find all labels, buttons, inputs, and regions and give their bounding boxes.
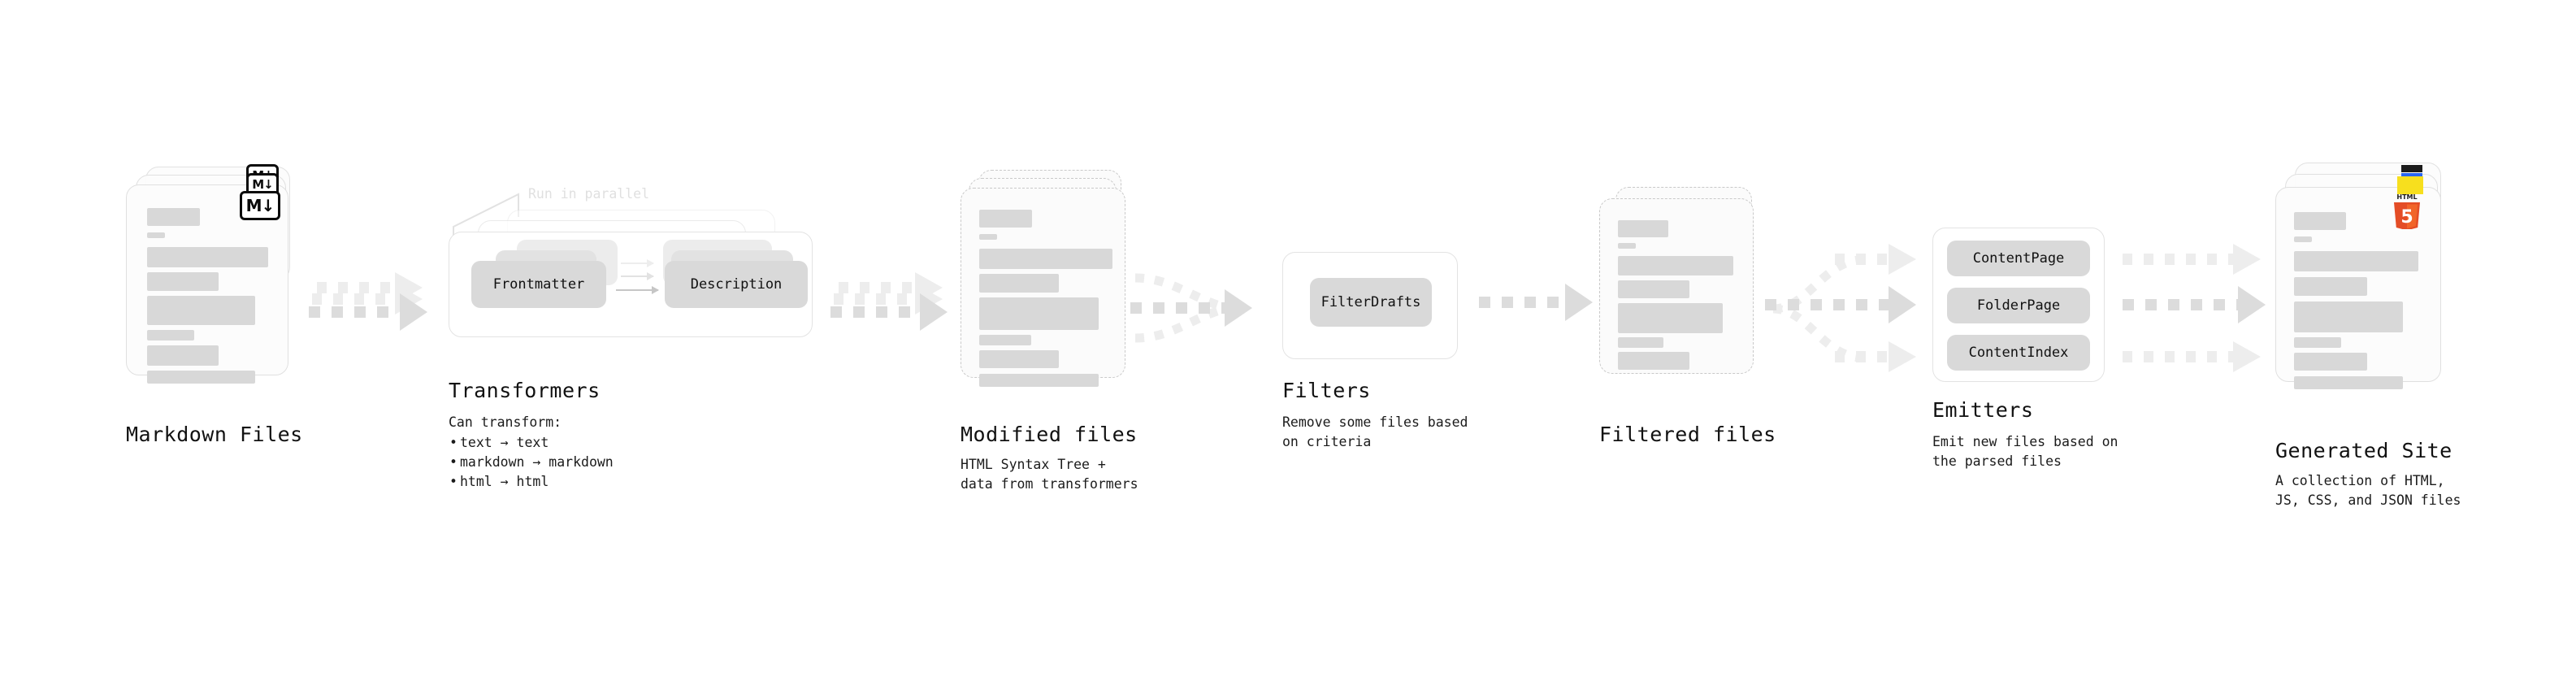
generated-site-stack: HTML 5 <box>2275 163 2454 389</box>
site-file-sheet-front <box>2275 187 2441 389</box>
chip-contentpage[interactable]: ContentPage <box>1947 241 2090 276</box>
filters-group: FilterDrafts <box>1282 252 1458 359</box>
skeleton-bar <box>147 247 268 267</box>
svg-text:5: 5 <box>2400 207 2413 228</box>
chip-frontmatter[interactable]: Frontmatter <box>471 261 606 308</box>
js-icon <box>2397 176 2423 194</box>
filtered-files-title: Filtered files <box>1599 423 1776 446</box>
markdown-file-sheet-front <box>126 184 288 384</box>
list-item: html → html <box>449 472 614 492</box>
skeleton-bar <box>2294 277 2367 296</box>
skeleton-bar <box>1618 220 1668 237</box>
transform-arrow-icon <box>616 286 659 294</box>
list-item: markdown → markdown <box>449 453 614 472</box>
transform-arrow-icon <box>621 259 654 267</box>
skeleton-bar <box>2294 301 2403 332</box>
skeleton-bar <box>147 208 200 226</box>
svg-text:HTML: HTML <box>2396 193 2417 201</box>
skeleton-bar <box>1618 303 1723 333</box>
skeleton-bar <box>147 345 219 366</box>
filtered-files-stack <box>1599 187 1762 374</box>
css3-icon <box>2401 165 2422 178</box>
markdown-files-title: Markdown Files <box>126 423 303 446</box>
filtered-file-sheet-front <box>1599 198 1754 374</box>
chip-description[interactable]: Description <box>665 261 808 308</box>
skeleton-bar <box>1618 337 1663 348</box>
emitters-group: ContentPage FolderPage ContentIndex <box>1932 228 2105 382</box>
markdown-files-stack: M↓ M↓ M↓ <box>126 164 297 384</box>
skeleton-bar <box>979 374 1099 387</box>
skeleton-bar <box>979 335 1031 345</box>
skeleton-bar <box>2294 337 2341 348</box>
skeleton-bar <box>979 249 1112 269</box>
modified-file-sheet-front <box>961 188 1125 387</box>
chip-folderpage[interactable]: FolderPage <box>1947 288 2090 323</box>
modified-files-stack <box>961 167 1131 387</box>
skeleton-bar <box>1618 256 1733 275</box>
flow-arrow-6 <box>2123 236 2269 382</box>
skeleton-bar <box>979 350 1059 368</box>
filters-subtitle: Remove some files based on criteria <box>1282 414 1468 449</box>
skeleton-bar <box>1618 280 1689 298</box>
skeleton-bar <box>1618 243 1636 249</box>
flow-arrow-2 <box>830 272 952 337</box>
filters-title: Filters <box>1282 379 1371 402</box>
generated-site-subtitle: A collection of HTML, JS, CSS, and JSON … <box>2275 473 2461 508</box>
skeleton-bar <box>147 330 194 340</box>
run-in-parallel-label: Run in parallel <box>528 186 650 202</box>
transformers-subtitle-header: Can transform: <box>449 414 562 430</box>
flow-arrow-3 <box>1130 260 1280 358</box>
skeleton-bar <box>979 234 997 240</box>
skeleton-bar <box>147 371 255 384</box>
chip-filterdrafts[interactable]: FilterDrafts <box>1310 278 1432 327</box>
skeleton-bar <box>2294 353 2367 371</box>
modified-files-title: Modified files <box>961 423 1138 446</box>
skeleton-bar <box>147 232 165 238</box>
html5-icon: HTML 5 <box>2391 192 2423 231</box>
flow-arrow-1 <box>309 272 431 337</box>
modified-files-subtitle: HTML Syntax Tree + data from transformer… <box>961 457 1138 492</box>
skeleton-bar <box>2294 236 2312 242</box>
chip-contentindex[interactable]: ContentIndex <box>1947 335 2090 371</box>
emitters-title: Emitters <box>1932 398 2034 422</box>
flow-arrow-4 <box>1479 284 1601 329</box>
skeleton-bar <box>2294 212 2346 230</box>
skeleton-bar <box>979 210 1032 228</box>
skeleton-bar <box>147 272 219 291</box>
transformers-title: Transformers <box>449 379 601 402</box>
skeleton-bar <box>147 296 255 325</box>
transformers-subtitle: Can transform: text → text markdown → ma… <box>449 413 614 492</box>
transform-arrow-icon <box>621 272 654 280</box>
skeleton-bar <box>1618 352 1689 370</box>
skeleton-bar <box>979 274 1059 293</box>
list-item: text → text <box>449 433 614 453</box>
emitters-subtitle: Emit new files based on the parsed files <box>1932 434 2118 469</box>
skeleton-bar <box>2294 376 2403 389</box>
flow-arrow-5 <box>1765 236 1924 382</box>
markdown-icon: M↓ <box>240 191 280 220</box>
transformers-group: Run in parallel Frontmatter Description <box>449 186 830 360</box>
generated-site-title: Generated Site <box>2275 439 2452 462</box>
skeleton-bar <box>979 297 1099 330</box>
transformers-capability-list: text → text markdown → markdown html → h… <box>449 433 614 492</box>
skeleton-bar <box>2294 251 2418 271</box>
